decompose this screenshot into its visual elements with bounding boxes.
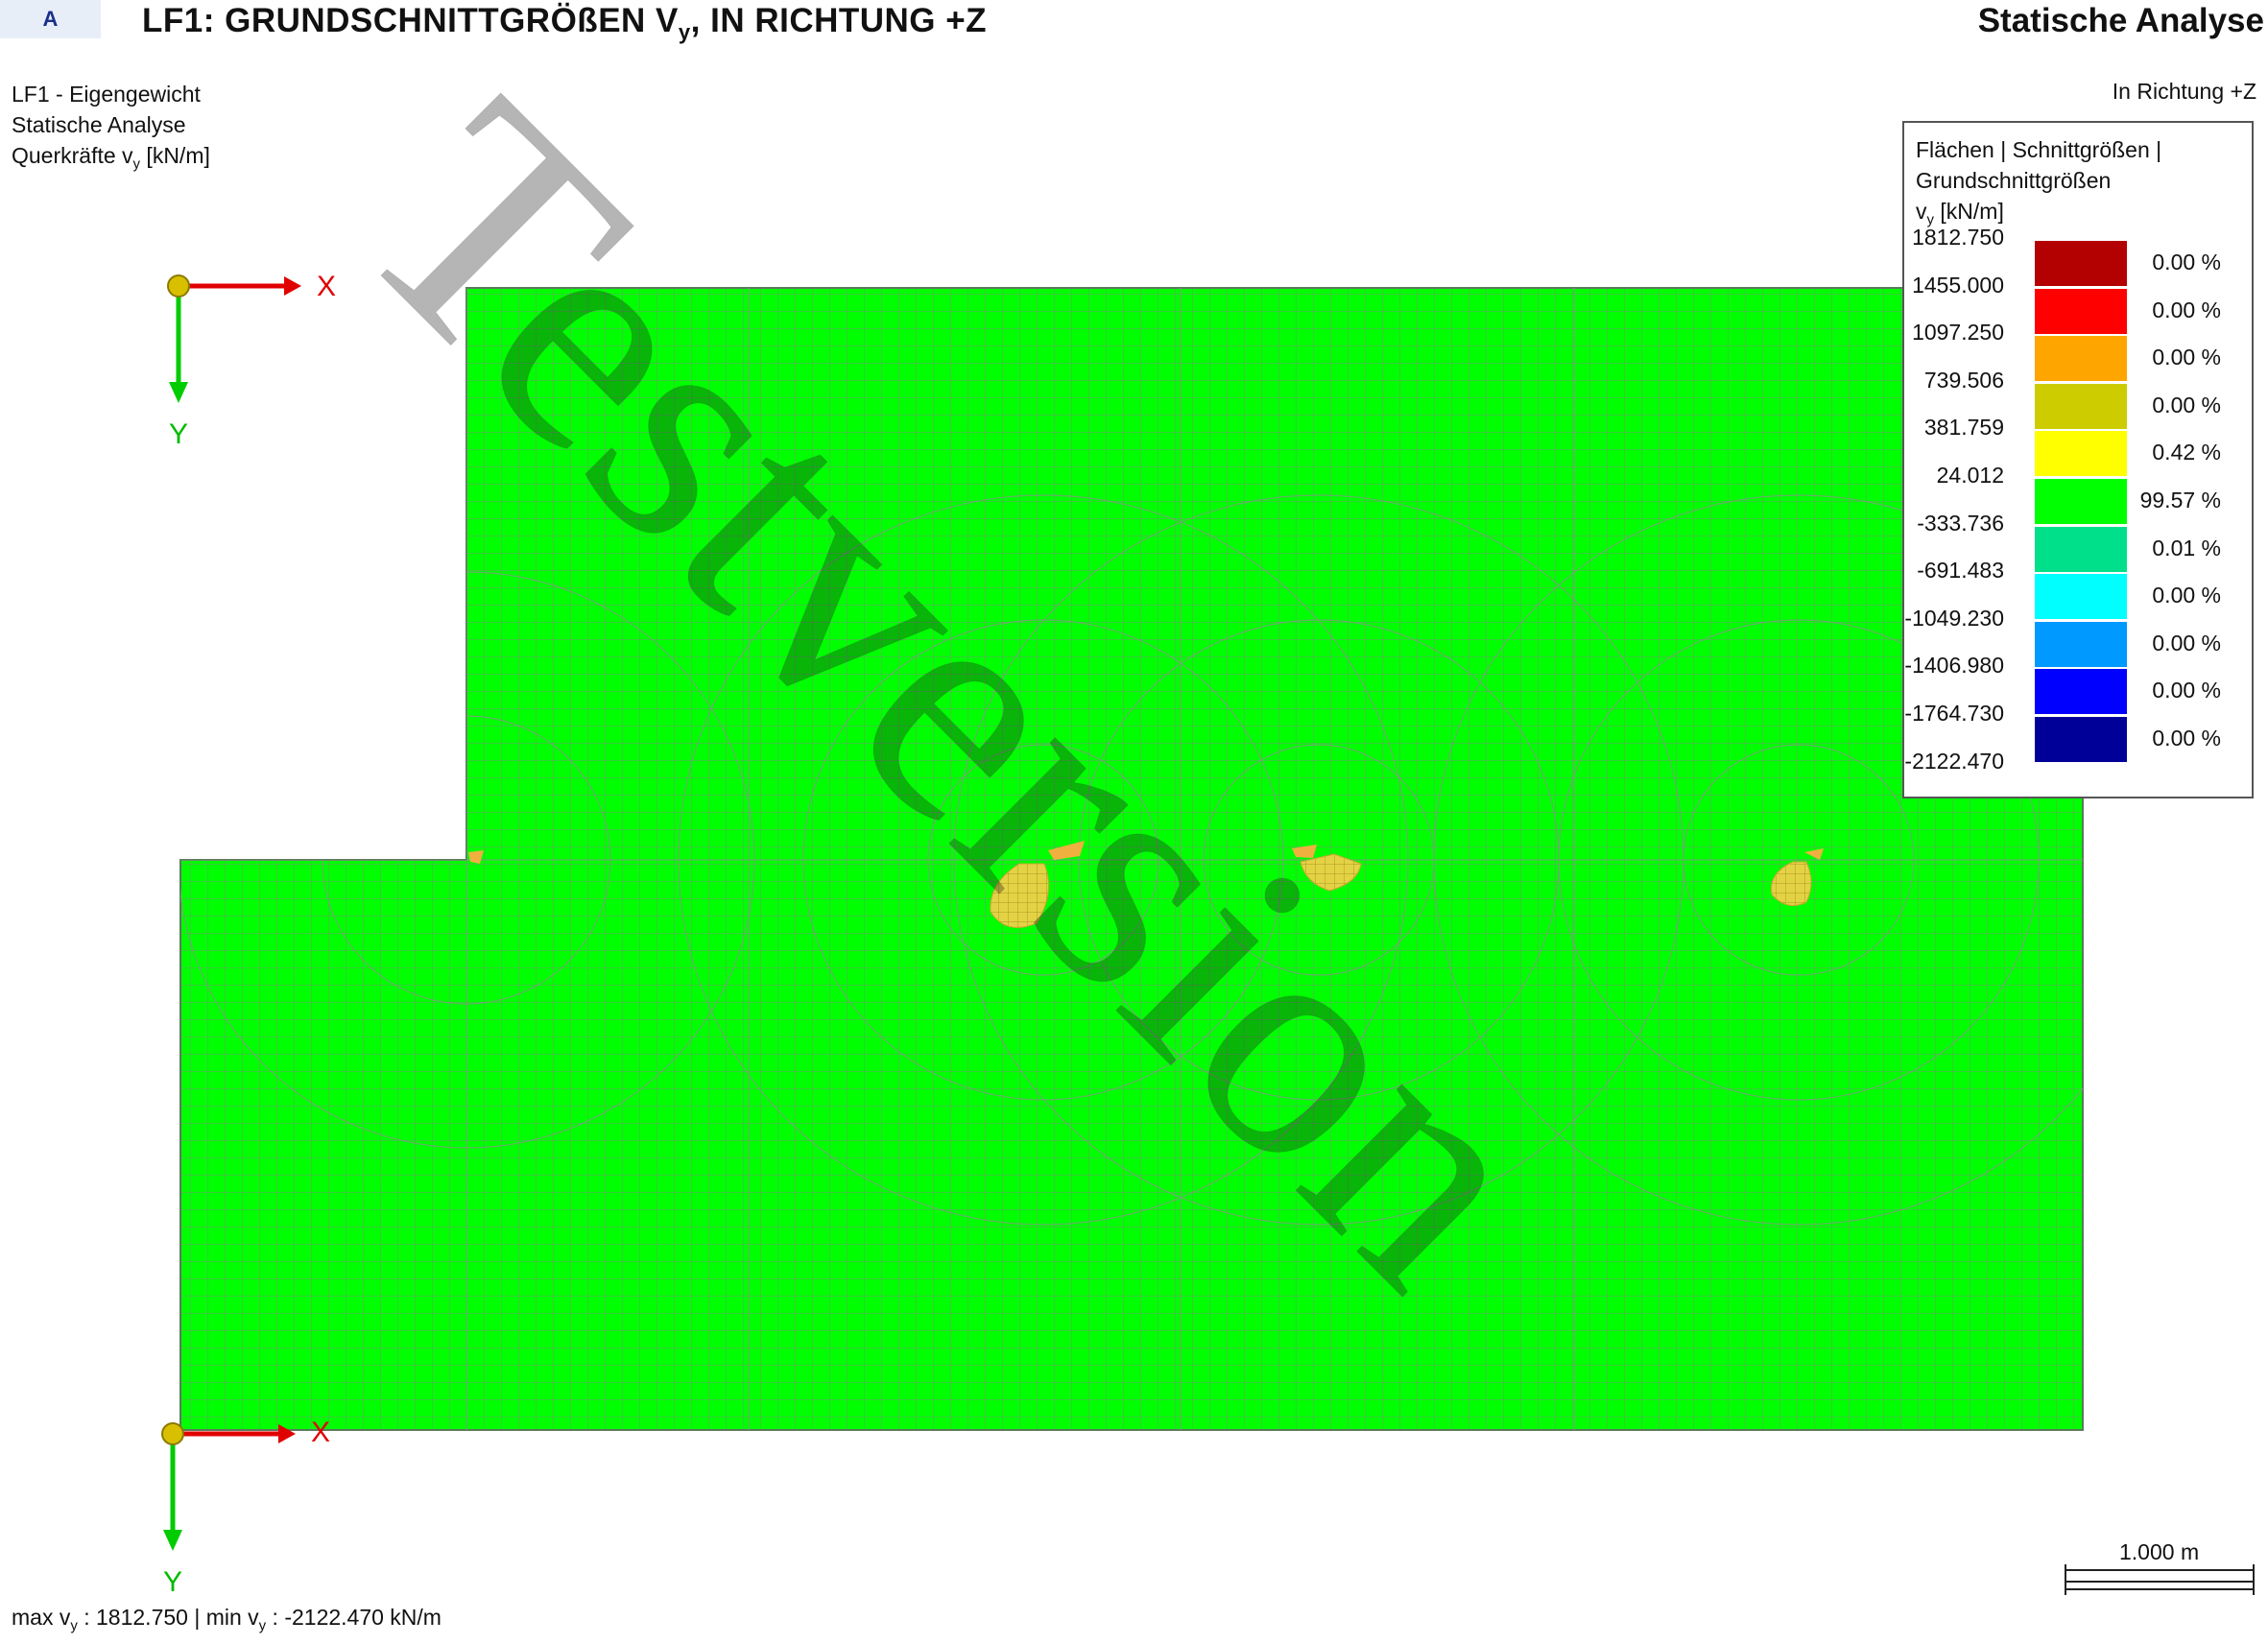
mesh-radial-lines <box>180 288 2083 1430</box>
legend-percent: 0.00 % <box>2152 392 2221 417</box>
axis-gizmo-bottom: X Y <box>161 1417 330 1598</box>
analysis-type-title: Statische Analyse <box>1977 2 2264 39</box>
legend-percent: 0.00 % <box>2152 678 2221 703</box>
legend-title: Flächen | Schnittgrößen | Grundschnittgr… <box>1916 137 2162 228</box>
view-direction: In Richtung +Z <box>2112 79 2256 104</box>
axis-x-label-bottom: X <box>311 1417 330 1448</box>
legend-percent: 0.00 % <box>2152 250 2221 274</box>
axis-gizmo-top: X Y <box>167 271 336 450</box>
hotspot-column-3 <box>1770 861 1812 907</box>
result-quantity: Querkräfte vy [kN/m] <box>12 143 210 173</box>
color-legend: Flächen | Schnittgrößen | Grundschnittgr… <box>1902 121 2254 798</box>
hotspot-column-2b <box>1292 845 1317 858</box>
legend-color-swatch <box>2035 431 2127 477</box>
legend-percent: 0.00 % <box>2152 297 2221 322</box>
legend-percent: 0.00 % <box>2152 345 2221 370</box>
legend-percent: 0.00 % <box>2152 726 2221 751</box>
legend-value: -691.483 <box>1917 558 2004 584</box>
legend-value: 739.506 <box>1923 367 2004 393</box>
legend-value: 1097.250 <box>1912 320 2004 345</box>
hotspot-column-2 <box>1300 853 1362 892</box>
load-case-info: LF1 - Eigengewicht Statische Analyse Que… <box>12 79 210 180</box>
legend-value: -2122.470 <box>1904 748 2004 774</box>
legend-percent: 99.57 % <box>2139 488 2221 512</box>
legend-value: 1455.000 <box>1912 272 2004 298</box>
hotspot-corner <box>468 850 484 864</box>
legend-color-swatch <box>2035 336 2127 382</box>
legend-value: -1049.230 <box>1904 605 2004 631</box>
legend-value: -1764.730 <box>1904 701 2004 726</box>
legend-value: 1812.750 <box>1912 225 2004 250</box>
scale-label: 1.000 m <box>2119 1539 2200 1564</box>
legend-color-swatch <box>2035 241 2127 286</box>
page-title: LF1: GRUNDSCHNITTGRÖßEN Vy, IN RICHTUNG … <box>142 2 988 44</box>
legend-value: -1406.980 <box>1904 653 2004 679</box>
analysis-type: Statische Analyse <box>12 112 186 137</box>
legend-color-swatch <box>2035 479 2127 524</box>
legend-color-swatch <box>2035 526 2127 572</box>
legend-value: 381.759 <box>1923 415 2004 441</box>
scale-bar <box>2065 1564 2255 1595</box>
legend-color-swatch <box>2035 717 2127 762</box>
view-badge[interactable]: A <box>0 0 101 38</box>
min-max-summary: max vy : 1812.750 | min vy : -2122.470 k… <box>12 1605 442 1634</box>
axis-y-label-top: Y <box>169 418 188 450</box>
legend-percent: 0.00 % <box>2152 630 2221 655</box>
hotspot-column-1b <box>1048 841 1085 860</box>
hotspot-column-3b <box>1804 848 1824 860</box>
legend-color-swatch <box>2035 574 2127 620</box>
legend-color-swatch <box>2035 288 2127 334</box>
legend-percent: 0.00 % <box>2152 583 2221 608</box>
legend-percent: 0.01 % <box>2152 535 2221 560</box>
legend-value: -333.736 <box>1917 510 2004 536</box>
legend-color-swatch <box>2035 621 2127 667</box>
legend-percent: 0.42 % <box>2152 440 2221 465</box>
stress-hotspots <box>468 841 1824 928</box>
hotspot-column-1 <box>990 863 1049 928</box>
legend-color-swatch <box>2035 669 2127 715</box>
load-case-name: LF1 - Eigengewicht <box>12 82 201 107</box>
legend-color-swatch <box>2035 383 2127 429</box>
axis-x-label-top: X <box>317 271 336 302</box>
axis-y-label-bottom: Y <box>163 1566 182 1598</box>
legend-value: 24.012 <box>1936 463 2004 488</box>
